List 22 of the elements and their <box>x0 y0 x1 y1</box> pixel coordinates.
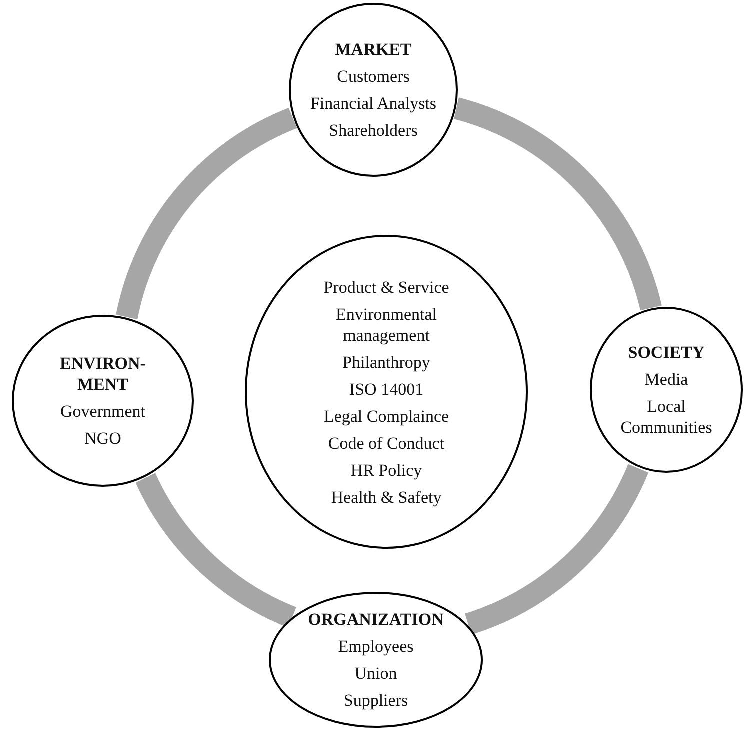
node-item: Code of Conduct <box>328 432 445 454</box>
node-item: Employees <box>338 636 414 657</box>
node-heading: MARKET <box>335 39 412 60</box>
node-item: Shareholders <box>329 120 418 141</box>
node-item: Media <box>644 369 688 390</box>
node-item: HR Policy <box>350 460 422 480</box>
node-item: Financial Analysts <box>310 93 437 114</box>
node-heading: ORGANIZATION <box>308 609 444 630</box>
node-item: Union <box>354 663 398 684</box>
node-item: Health & Safety <box>331 486 442 508</box>
node-item: NGO <box>84 428 122 449</box>
node-heading: ENVIRON- MENT <box>59 353 147 395</box>
node-item: Customers <box>337 66 410 87</box>
node-item: Local Communities <box>620 396 714 438</box>
node-item: Suppliers <box>344 690 408 711</box>
node-item: Philanthropy <box>342 352 430 372</box>
node-item: Legal Complaince <box>324 406 450 426</box>
node-item: Product & Service <box>324 276 450 298</box>
node-item: Government <box>60 401 146 422</box>
node-item: Environmental management <box>334 304 438 346</box>
node-heading: SOCIETY <box>628 342 705 363</box>
node-item: ISO 14001 <box>349 378 424 400</box>
